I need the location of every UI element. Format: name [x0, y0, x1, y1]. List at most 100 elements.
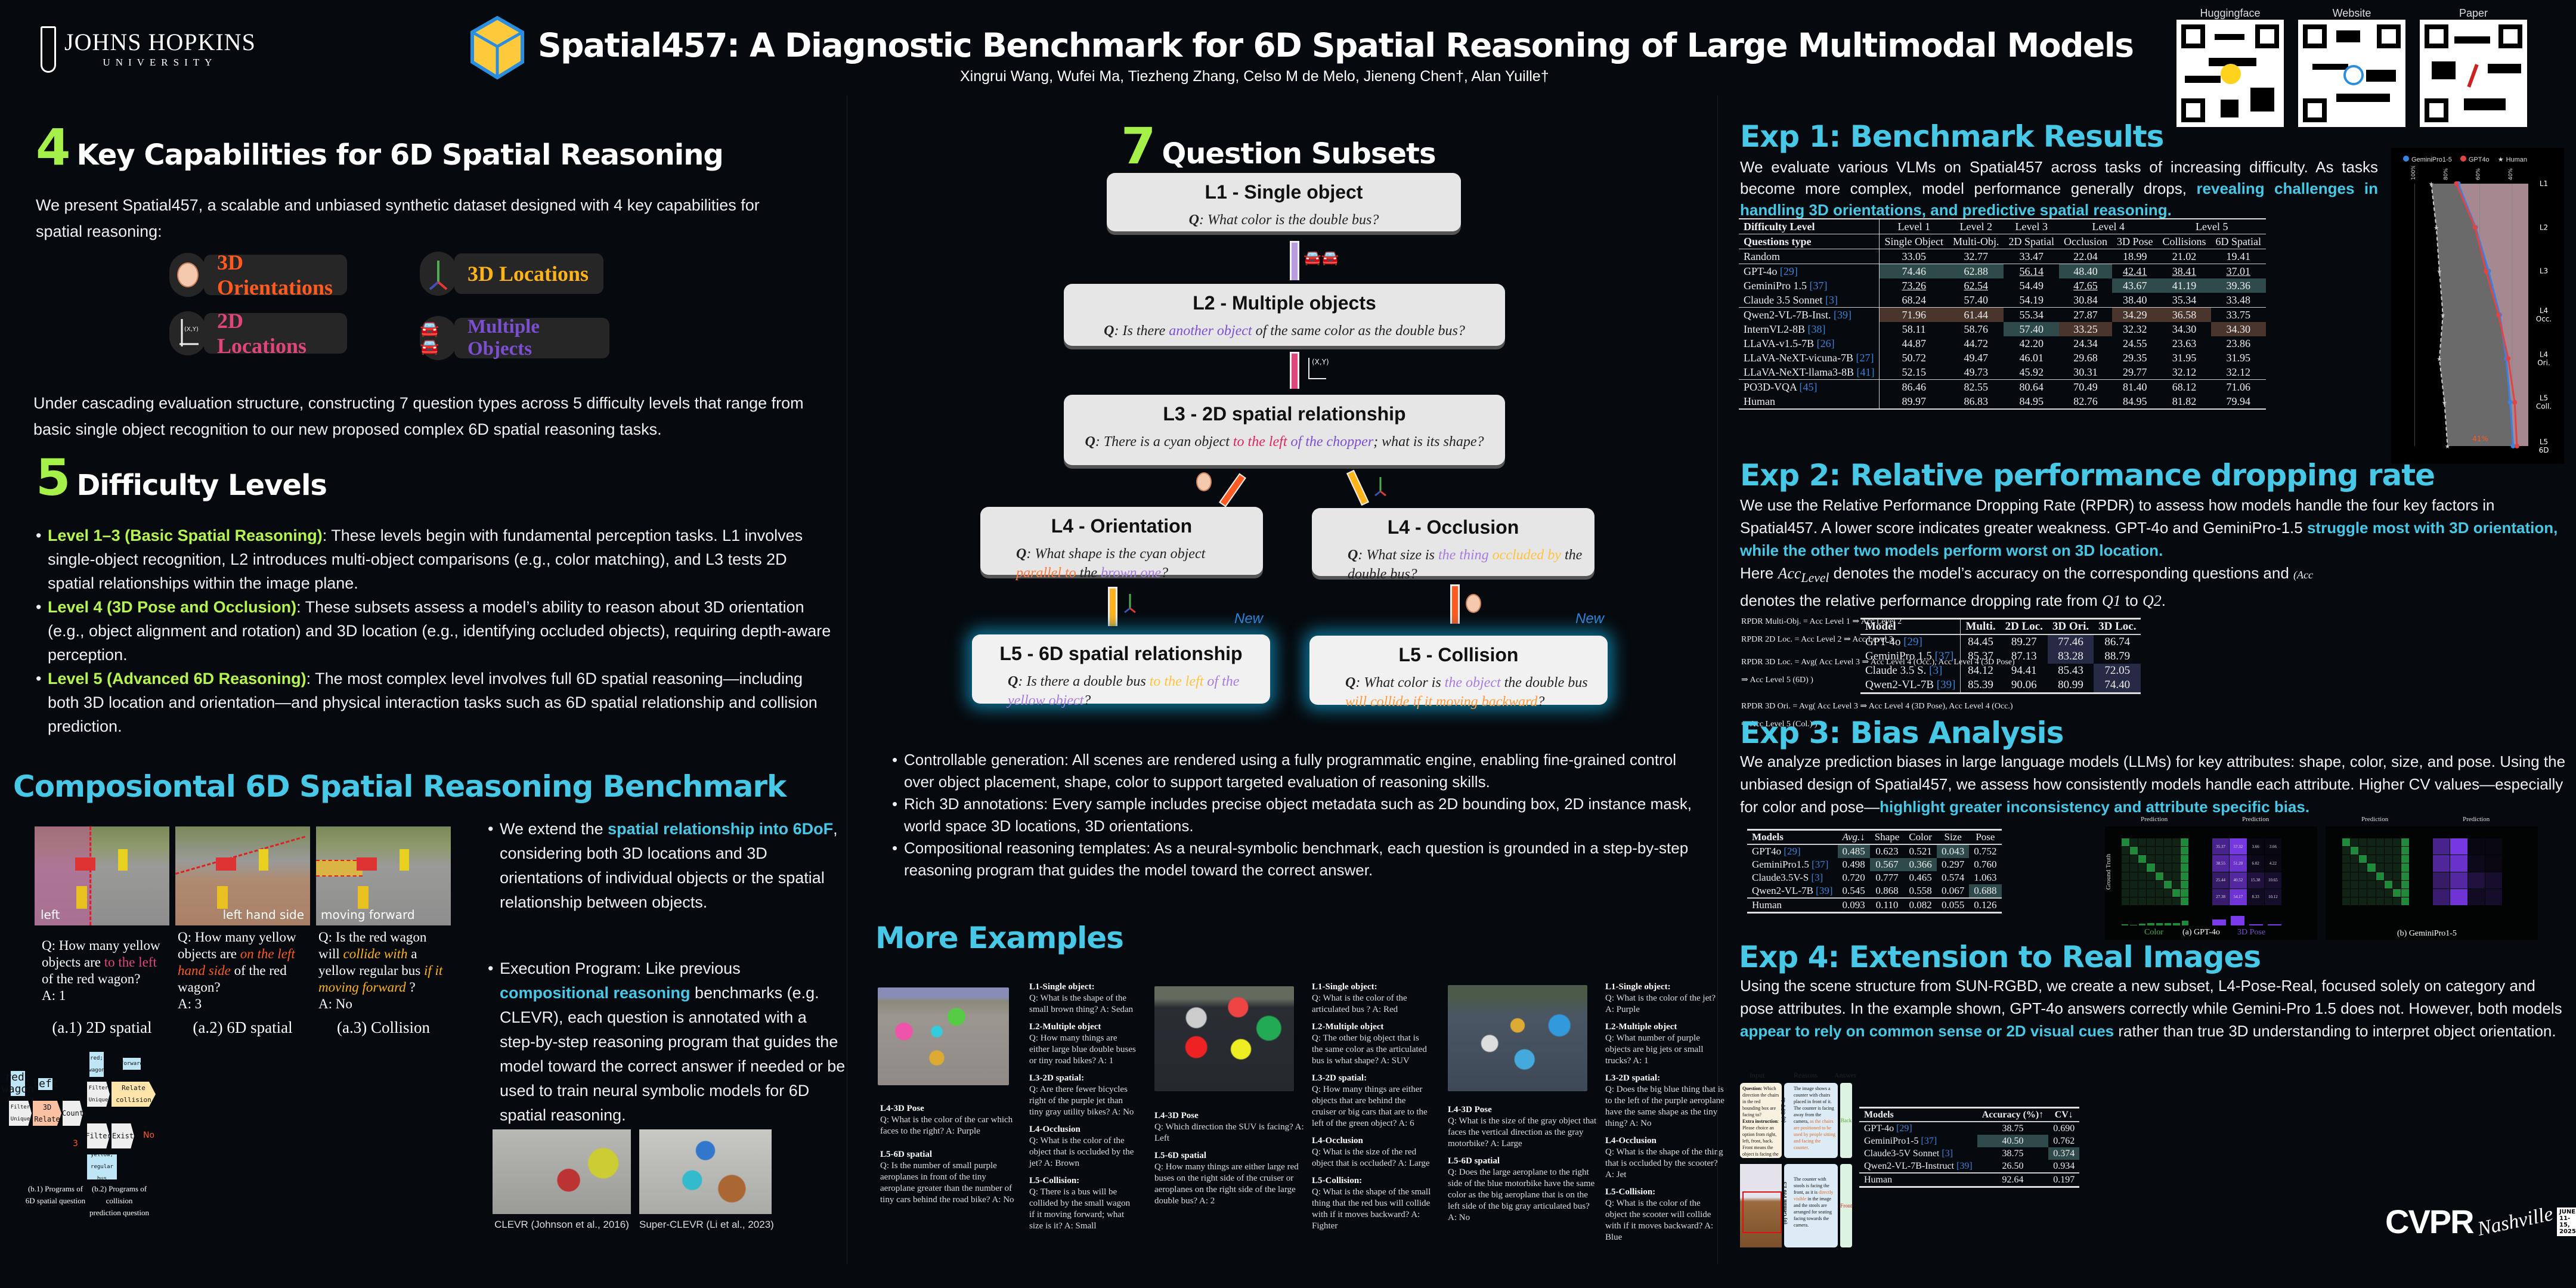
gap-annotation: 41% [2472, 435, 2488, 443]
citation: [29] [1779, 265, 1798, 277]
table-cell: 38.41 [2172, 265, 2197, 277]
heatmap-cell [2138, 855, 2147, 863]
gemini-reason-card: (b) Gemini Pro 1.5 The counter with stoo… [1782, 1164, 1838, 1247]
q-prefix: Q [1345, 675, 1356, 691]
qr-code[interactable] [2298, 20, 2405, 127]
subset-box-l5-collision: L5 - Collision Q: What color is the obje… [1309, 636, 1608, 710]
q-prefix: Q [1085, 434, 1095, 450]
exp4-text: Using the scene structure from SUN-RGBD,… [1740, 974, 2569, 1042]
column-divider [1717, 95, 1718, 1264]
question-text: the double bus [1500, 675, 1588, 691]
citation: [38] [1807, 323, 1826, 335]
question-text: What color is the double bus? [1208, 212, 1379, 228]
heatmap-cell [2433, 888, 2450, 905]
answer-text: A: 1 [42, 988, 66, 1003]
program-arg-tag: red; wagon [88, 1052, 105, 1077]
table-cell: 29.77 [2122, 366, 2147, 378]
heatmap-cell [2163, 880, 2172, 888]
exp2-title: Exp 2: Relative performance dropping rat… [1740, 458, 2435, 493]
level-item: Level 1–3 (Basic Spatial Reasoning): The… [36, 524, 835, 595]
level-text: : These subsets assess a model’s ability… [48, 598, 831, 664]
table-cell: 0.067 [1942, 885, 1965, 896]
table-header: Level 3 [2015, 221, 2048, 233]
scene-image-2d: left [35, 826, 169, 925]
jhu-shield-icon [41, 26, 56, 73]
qr-paper[interactable]: Paper [2420, 7, 2527, 127]
table-cell: 0.055 [1942, 899, 1965, 911]
table-cell: 33.48 [2226, 294, 2251, 306]
real-image-table: Models Accuracy (%)↑ CV↓ GPT-4o [29]38.7… [1859, 1107, 2080, 1188]
distribution-bars-pose [2212, 908, 2281, 925]
citation: [39] [1833, 309, 1852, 321]
question-highlight: the thing [1438, 547, 1489, 563]
program-arg-tag: Forward [120, 1058, 143, 1070]
question-text: of the same color as the double bus? [1252, 323, 1465, 339]
table-cell: 30.84 [2073, 294, 2098, 306]
levels-list: Level 1–3 (Basic Spatial Reasoning): The… [36, 524, 835, 738]
xy-axes-icon: (X,Y) [169, 311, 206, 355]
heatmap-cell [2376, 863, 2384, 872]
program-node-filter: Filter Unique [87, 1082, 110, 1107]
citation: [37] [1934, 650, 1954, 662]
table-cell: 0.623 [1875, 846, 1899, 857]
heatmap-cell [2130, 838, 2138, 847]
qr-website[interactable]: Website [2298, 7, 2405, 127]
heatmap-cell: 57.32 [2230, 838, 2247, 855]
heatmap-cell [2467, 838, 2485, 855]
capability-2d-locations: (X,Y) 2D Locations [169, 309, 347, 358]
example-level: L4-3D Pose [1448, 1105, 1492, 1114]
citation: [3] [1811, 872, 1823, 883]
table-cell: 39.36 [2210, 278, 2266, 293]
university-name: JOHNS HOPKINS [64, 29, 256, 55]
table-cell: 0.545 [1842, 885, 1865, 896]
table-cell: 34.30 [2172, 323, 2197, 335]
scene-question: Q: How many yellow objects are on the le… [175, 929, 310, 1013]
heatmap-cell [2180, 888, 2188, 897]
heatmap-cell: 4.22 [2264, 855, 2281, 872]
reason-text: The image shows a counter with chairs pl… [1794, 1086, 1834, 1124]
table-header: Models [1864, 1110, 1894, 1120]
qr-label: Huggingface [2200, 7, 2261, 19]
heatmap-cell [2180, 897, 2188, 905]
table-cell: 88.79 [2104, 650, 2131, 662]
exp3-text-body: We analyze prediction biases in large la… [1740, 753, 2566, 816]
table-cell: 71.96 [1879, 307, 1948, 322]
table-cell: 43.67 [2111, 278, 2158, 293]
table-cell: 74.46 [1879, 264, 1948, 278]
heatmap-cell [2163, 872, 2172, 880]
tick-label: 80% [2443, 168, 2449, 180]
extra-label: Extra instruction [1742, 1119, 1778, 1124]
model-name: GeminiPro1-5 [37] [1859, 1135, 1977, 1147]
qr-code[interactable] [2176, 20, 2284, 127]
question-text: Is there [1122, 323, 1169, 339]
table-cell: 92.64 [2002, 1175, 2024, 1185]
exp2-text-body: denotes the model’s accuracy on the corr… [1829, 564, 2294, 582]
heatmap-cell [2122, 838, 2130, 847]
table-cell: 58.76 [1964, 323, 1988, 335]
model-name: GPT-4o [29] [1859, 1122, 1977, 1135]
jhu-logo: JOHNS HOPKINS UNIVERSITY [41, 26, 256, 73]
qr-huggingface[interactable]: Huggingface [2176, 7, 2284, 127]
exp4-text-body: rather than true 3D understanding to int… [2114, 1022, 2556, 1040]
bias-table: Models Avg.↓ Shape Color Size Pose GPT4o… [1747, 829, 2002, 914]
heatmap-cell [2147, 888, 2155, 897]
citation: [3] [1942, 1148, 1953, 1159]
data-point: ★ [2433, 225, 2439, 231]
qr-code[interactable] [2420, 20, 2527, 127]
table-cell: 32.32 [2122, 323, 2147, 335]
subset-box-l4-occlusion: L4 - Occlusion Q: What size is the thing… [1312, 508, 1594, 582]
heatmap-cell [2376, 838, 2384, 847]
heatmap-cell [2163, 838, 2172, 847]
capabilities-intro: We present Spatial457, a scalable and un… [36, 196, 760, 240]
human-area [2415, 184, 2448, 446]
distribution-bars-color [2122, 908, 2188, 925]
subset-question: Q: What color is the object the double b… [1345, 675, 1588, 710]
level-text: : These levels begin with fundamental pe… [48, 527, 803, 592]
table-cell: 45.92 [2019, 366, 2044, 378]
cvpr-dates: JUNE 11-15, 2025 [2557, 1207, 2576, 1236]
arxiv-icon [2467, 64, 2479, 88]
